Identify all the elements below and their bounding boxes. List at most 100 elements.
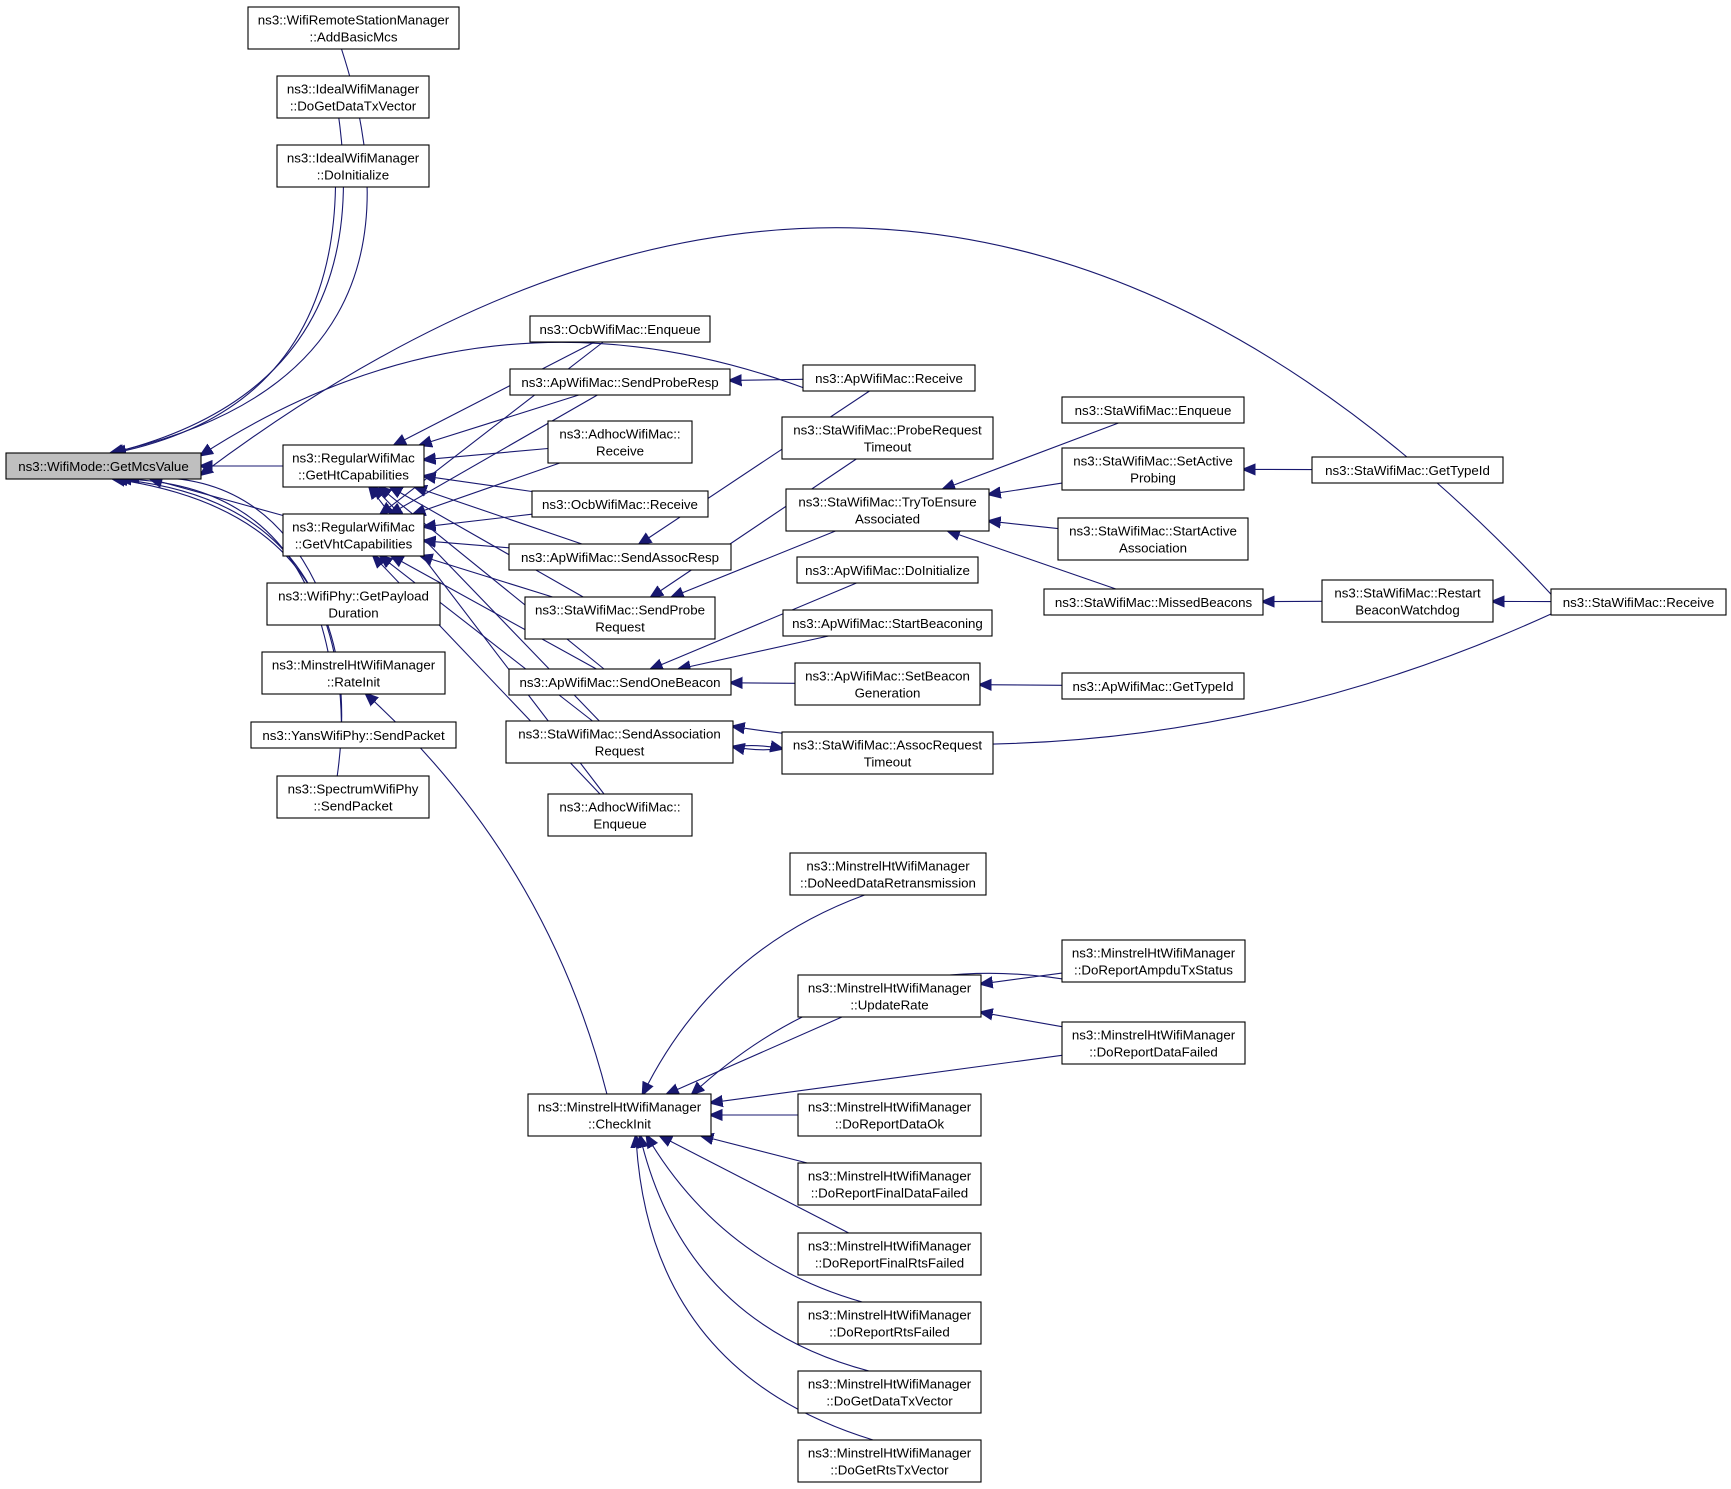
node-swm-enqueue[interactable]: ns3::StaWifiMac::Enqueue [1061, 396, 1245, 424]
node-iwm-dogetdatatx[interactable]: ns3::IdealWifiManager::DoGetDataTxVector [276, 75, 430, 119]
node-label-line: ::DoReportDataOk [835, 1117, 945, 1132]
node-label-line: ns3::RegularWifiMac [292, 451, 415, 466]
node-label-line: ns3::StaWifiMac::Enqueue [1075, 403, 1232, 418]
node-mhwm-doreportdataok[interactable]: ns3::MinstrelHtWifiManager::DoReportData… [797, 1093, 982, 1137]
edge-awm-gettypeid-to-awm-setbeacongen [980, 685, 1063, 686]
node-label: ns3::StaWifiMac::Enqueue [1075, 403, 1232, 418]
edge-mhwm-doreportdatafailed-to-mhwm-checkinit [711, 1054, 1063, 1102]
node-box [797, 1301, 982, 1345]
edge-line [415, 487, 583, 545]
node-wm-getmcs[interactable]: ns3::WifiMode::GetMcsValue [5, 452, 202, 480]
edge-line [421, 556, 553, 598]
node-mhwm-doreportrtsfailed[interactable]: ns3::MinstrelHtWifiManager::DoReportRtsF… [797, 1301, 982, 1345]
node-label-line: ::CheckInit [588, 1117, 651, 1132]
node-ywp-sendpacket[interactable]: ns3::YansWifiPhy::SendPacket [250, 721, 457, 749]
edge-mhwm-doreportdatafailed-to-mhwm-updaterate [981, 1012, 1063, 1028]
node-label-line: ns3::MinstrelHtWifiManager [808, 1239, 972, 1254]
node-label-line: ::DoReportRtsFailed [829, 1325, 949, 1340]
node-label-line: ns3::StaWifiMac::Restart [1334, 586, 1481, 601]
node-iwm-doinit[interactable]: ns3::IdealWifiManager::DoInitialize [276, 144, 430, 188]
node-awm-startbeaconing[interactable]: ns3::ApWifiMac::StartBeaconing [782, 609, 993, 637]
node-label: ns3::OcbWifiMac::Receive [542, 497, 698, 512]
node-mhwm-dogetrtstx[interactable]: ns3::MinstrelHtWifiManager::DoGetRtsTxVe… [797, 1439, 982, 1483]
node-swm-gettypeid[interactable]: ns3::StaWifiMac::GetTypeId [1311, 456, 1504, 484]
node-wrsm-addbasicmcs[interactable]: ns3::WifiRemoteStationManager::AddBasicM… [247, 6, 460, 50]
node-label-line: ns3::AdhocWifiMac:: [559, 800, 680, 815]
node-mhwm-rateinit[interactable]: ns3::MinstrelHtWifiManager::RateInit [261, 651, 446, 695]
node-label-line: ns3::OcbWifiMac::Receive [542, 497, 698, 512]
edge-awm-sendassocresp-to-rwm-getvht [424, 541, 510, 549]
node-label-line: ::DoReportFinalDataFailed [811, 1186, 968, 1201]
edge-owm-receive-to-rwm-getht [424, 476, 533, 493]
node-mhwm-doreportampdu[interactable]: ns3::MinstrelHtWifiManager::DoReportAmpd… [1061, 939, 1246, 983]
node-mhwm-checkinit[interactable]: ns3::MinstrelHtWifiManager::CheckInit [527, 1093, 712, 1137]
node-awm-sendonebeacon[interactable]: ns3::ApWifiMac::SendOneBeacon [508, 668, 732, 696]
node-mhwm-doreportfinalrtsfailed[interactable]: ns3::MinstrelHtWifiManager::DoReportFina… [797, 1232, 982, 1276]
node-owm-enqueue[interactable]: ns3::OcbWifiMac::Enqueue [529, 315, 711, 343]
edge-mhwm-doreportfinalrtsfailed-to-mhwm-checkinit [660, 1136, 849, 1234]
node-box [797, 1232, 982, 1276]
node-box [1061, 672, 1245, 700]
edge-line [711, 1054, 1063, 1102]
node-swp-sendpacket[interactable]: ns3::SpectrumWifiPhy::SendPacket [276, 775, 430, 819]
edge-awm-sendproberesp-to-rwm-getvht [390, 394, 598, 514]
node-box [505, 720, 734, 764]
node-swm-missedbeacons[interactable]: ns3::StaWifiMac::MissedBeacons [1043, 588, 1264, 616]
node-awm-receive[interactable]: ns3::ApWifiMac::Receive [802, 364, 976, 392]
edge-line [981, 1012, 1063, 1028]
node-label: ns3::MinstrelHtWifiManager::DoReportRtsF… [808, 1308, 972, 1340]
node-label: ns3::ApWifiMac::GetTypeId [1072, 679, 1233, 694]
edge-line [660, 1136, 849, 1234]
node-swm-receive[interactable]: ns3::StaWifiMac::Receive [1550, 588, 1727, 616]
node-box [785, 488, 990, 532]
edge-adwm-receive-to-rwm-getvht [414, 462, 560, 514]
node-label-line: Generation [855, 686, 921, 701]
node-awm-sendproberesp[interactable]: ns3::ApWifiMac::SendProbeResp [509, 368, 731, 396]
edge-line [640, 390, 870, 544]
node-label-line: ::DoNeedDataRetransmission [800, 876, 976, 891]
node-awm-doinit[interactable]: ns3::ApWifiMac::DoInitialize [796, 556, 979, 584]
edge-line [989, 521, 1059, 530]
node-box [527, 1093, 712, 1137]
node-box [266, 582, 441, 626]
node-adwm-enqueue[interactable]: ns3::AdhocWifiMac::Enqueue [547, 793, 693, 837]
node-label: ns3::WifiMode::GetMcsValue [18, 459, 188, 474]
node-box [797, 1162, 982, 1206]
node-label-line: Request [595, 744, 645, 759]
node-label: ns3::IdealWifiManager::DoGetDataTxVector [287, 82, 420, 114]
edge-line [424, 541, 510, 549]
node-rwm-getvht[interactable]: ns3::RegularWifiMac::GetVhtCapabilities [282, 513, 425, 557]
node-label-line: ns3::WifiMode::GetMcsValue [18, 459, 188, 474]
node-awm-sendassocresp[interactable]: ns3::ApWifiMac::SendAssocResp [508, 543, 732, 571]
edge-line [989, 482, 1063, 494]
node-rwm-getht[interactable]: ns3::RegularWifiMac::GetHtCapabilities [282, 444, 425, 488]
node-box [797, 974, 982, 1018]
node-label-line: ns3::WifiPhy::GetPayload [278, 589, 429, 604]
node-mhwm-doreportfinaldatafailed[interactable]: ns3::MinstrelHtWifiManager::DoReportFina… [797, 1162, 982, 1206]
node-label: ns3::RegularWifiMac::GetHtCapabilities [292, 451, 415, 483]
node-mhwm-doreportdatafailed[interactable]: ns3::MinstrelHtWifiManager::DoReportData… [1061, 1021, 1246, 1065]
node-mhwm-doneeddataretrans[interactable]: ns3::MinstrelHtWifiManager::DoNeedDataRe… [789, 852, 987, 896]
edge-swm-enqueue-to-swm-trytoensure [943, 422, 1119, 489]
node-owm-receive[interactable]: ns3::OcbWifiMac::Receive [531, 490, 709, 518]
node-mhwm-dogetdatatx[interactable]: ns3::MinstrelHtWifiManager::DoGetDataTxV… [797, 1370, 982, 1414]
node-box [1550, 588, 1727, 616]
node-awm-gettypeid[interactable]: ns3::ApWifiMac::GetTypeId [1061, 672, 1245, 700]
node-adwm-receive[interactable]: ns3::AdhocWifiMac::Receive [547, 420, 693, 464]
node-label-line: ns3::StaWifiMac::TryToEnsure [798, 495, 976, 510]
node-mhwm-updaterate[interactable]: ns3::MinstrelHtWifiManager::UpdateRate [797, 974, 982, 1018]
node-box [531, 490, 709, 518]
